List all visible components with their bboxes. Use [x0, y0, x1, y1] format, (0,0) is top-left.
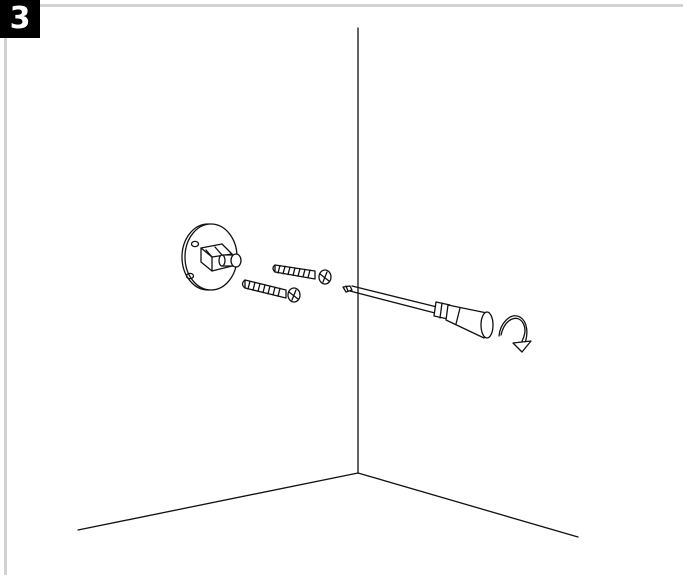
phillips-screwdriver-icon: [342, 285, 494, 339]
wall-screw-lower-icon: [241, 279, 301, 303]
wall-screw-upper-icon: [272, 264, 332, 285]
frame-top-border: [0, 4, 683, 7]
clockwise-rotation-arrow-icon: [498, 315, 532, 353]
wall-mount-bracket-icon: [181, 223, 242, 291]
step-number-badge: 3: [0, 0, 40, 38]
frame-left-border: [4, 4, 7, 575]
room-corner-lines: [77, 27, 579, 538]
